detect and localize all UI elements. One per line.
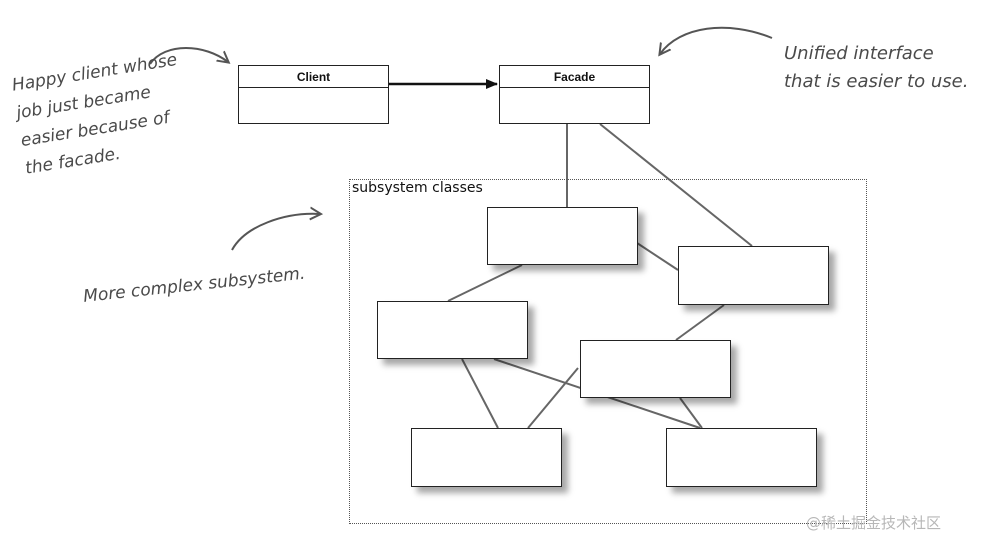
link-b-d (675, 304, 725, 341)
facade-note: Unified interface that is easier to use. (784, 43, 969, 92)
subsystem-class-d (580, 340, 731, 398)
watermark: @稀土掘金技术社区 (806, 514, 942, 532)
facade-class-name: Facade (500, 66, 649, 88)
subsystem-region-label: subsystem classes (352, 180, 483, 196)
facade-link-b (599, 123, 753, 247)
facade-class-box: Facade (499, 65, 650, 124)
subsystem-class-b (678, 246, 829, 305)
link-c-e (461, 358, 499, 429)
subsystem-class-e (411, 428, 562, 487)
subsystem-class-c (377, 301, 528, 359)
subsystem-class-a (487, 207, 638, 265)
link-a-c (447, 264, 523, 302)
client-note-pointer (149, 47, 228, 65)
facade-note-pointer (660, 26, 773, 54)
link-d-e (527, 367, 579, 429)
client-class-box: Client (238, 65, 389, 124)
link-d-f (679, 397, 703, 429)
client-class-name: Client (239, 66, 388, 88)
link-a-b (636, 242, 679, 271)
subsystem-class-f (666, 428, 817, 487)
subsystem-note-pointer (231, 214, 320, 251)
subsystem-region (349, 179, 867, 524)
